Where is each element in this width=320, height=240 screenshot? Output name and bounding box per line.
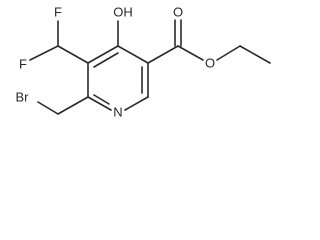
atom-ester-oxygen: O — [205, 55, 215, 70]
bond-carbonyl-ester-o — [177, 45, 204, 61]
bond-c4-c5 — [117, 45, 149, 64]
atom-carbonyl-oxygen: O — [173, 4, 183, 19]
structural-formula: F F OH N O O Br — [16, 4, 271, 119]
atom-bromine: Br — [16, 89, 30, 104]
bond-c3-c4 — [87, 45, 119, 64]
bond-c2-ch2 — [57, 96, 89, 115]
bromomethyl-group — [37, 96, 89, 115]
bond-ch2-ch3 — [239, 45, 271, 64]
bond-c3-chf2 — [57, 45, 89, 64]
atom-f-left: F — [19, 56, 27, 71]
atom-f-top: F — [54, 4, 62, 19]
double-bond-n1-c2 — [93, 94, 110, 105]
bond-ch2-br — [37, 101, 59, 115]
pyridine-ring — [87, 45, 149, 111]
bond-n1-c2 — [87, 96, 112, 111]
bond-chf2-f-left — [29, 45, 59, 61]
double-bond-c3-c4 — [93, 52, 119, 68]
bond-ester-o-ch2 — [216, 45, 241, 61]
difluoromethyl-group — [29, 20, 89, 64]
bond-c6-n1 — [124, 96, 149, 111]
ethyl-ester-group — [147, 19, 271, 64]
atom-hydroxyl: OH — [113, 4, 133, 19]
molecule-canvas: F F OH N O O Br — [16, 4, 271, 119]
atom-ring-nitrogen: N — [113, 104, 122, 119]
bond-c5-carbonyl — [147, 45, 179, 64]
